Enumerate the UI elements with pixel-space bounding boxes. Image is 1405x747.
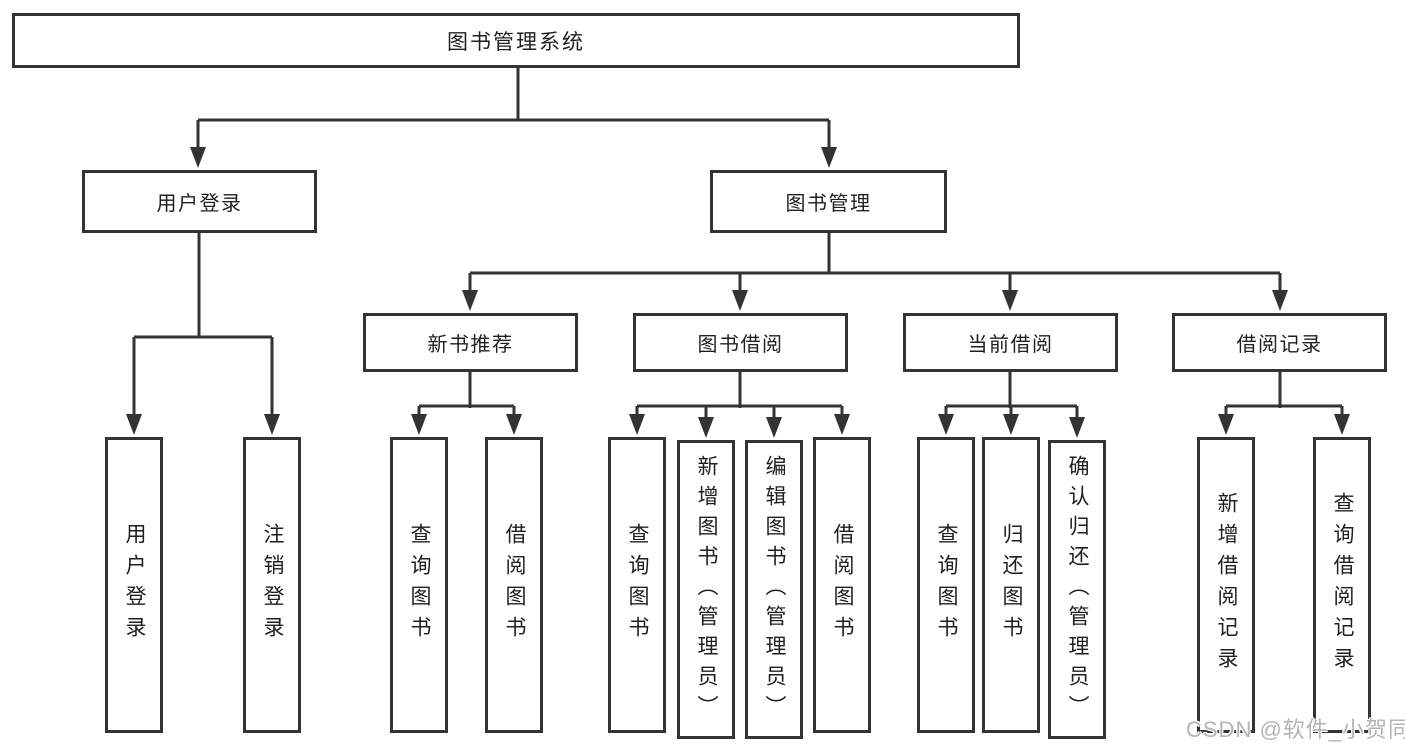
node-borrow-record: 借阅记录 xyxy=(1172,313,1387,372)
node-label: 图书管理系统 xyxy=(447,30,585,54)
leaf-query-book-2: 查询图书 xyxy=(608,437,666,733)
leaf-label: 借阅图书 xyxy=(831,523,855,647)
leaf-label: 归还图书 xyxy=(1000,523,1024,647)
node-user-login: 用户登录 xyxy=(82,170,317,233)
leaf-confirm-return-admin: 确认归还（管理员） xyxy=(1048,440,1106,739)
node-label: 当前借阅 xyxy=(967,334,1054,356)
node-label: 用户登录 xyxy=(156,193,243,215)
leaf-label: 查询图书 xyxy=(626,523,650,647)
leaf-borrow-book-2: 借阅图书 xyxy=(813,437,871,733)
leaf-label: 查询图书 xyxy=(935,523,959,647)
node-book-borrow: 图书借阅 xyxy=(633,313,848,372)
leaf-label: 新增图书（管理员） xyxy=(695,454,719,725)
leaf-label: 查询借阅记录 xyxy=(1331,492,1355,678)
leaf-label: 确认归还（管理员） xyxy=(1066,454,1090,725)
leaf-user-login: 用户登录 xyxy=(105,437,163,733)
node-label: 借阅记录 xyxy=(1236,334,1323,356)
csdn-watermark: CSDN @软件_小贺同学 xyxy=(1186,717,1405,742)
leaf-label: 用户登录 xyxy=(123,523,147,647)
arrowheads xyxy=(126,147,1350,438)
leaf-query-borrow-record: 查询借阅记录 xyxy=(1313,437,1371,733)
leaf-query-book-1: 查询图书 xyxy=(390,437,448,733)
node-book-management: 图书管理 xyxy=(710,170,947,233)
node-new-book-recommend: 新书推荐 xyxy=(363,313,578,372)
leaf-logout: 注销登录 xyxy=(243,437,301,733)
leaf-label: 新增借阅记录 xyxy=(1215,492,1239,678)
node-current-borrow: 当前借阅 xyxy=(903,313,1118,372)
node-label: 图书管理 xyxy=(785,193,872,215)
leaf-return-book: 归还图书 xyxy=(982,437,1040,733)
leaf-edit-book-admin: 编辑图书（管理员） xyxy=(745,440,803,739)
node-label: 图书借阅 xyxy=(697,334,784,356)
leaf-label: 借阅图书 xyxy=(503,523,527,647)
node-label: 新书推荐 xyxy=(427,334,514,356)
leaf-query-book-3: 查询图书 xyxy=(917,437,975,733)
leaf-add-borrow-record: 新增借阅记录 xyxy=(1197,437,1255,733)
leaf-borrow-book-1: 借阅图书 xyxy=(485,437,543,733)
leaf-label: 编辑图书（管理员） xyxy=(763,454,787,725)
leaf-label: 注销登录 xyxy=(261,523,285,647)
leaf-add-book-admin: 新增图书（管理员） xyxy=(677,440,735,739)
leaf-label: 查询图书 xyxy=(408,523,432,647)
node-system-root: 图书管理系统 xyxy=(12,13,1020,68)
